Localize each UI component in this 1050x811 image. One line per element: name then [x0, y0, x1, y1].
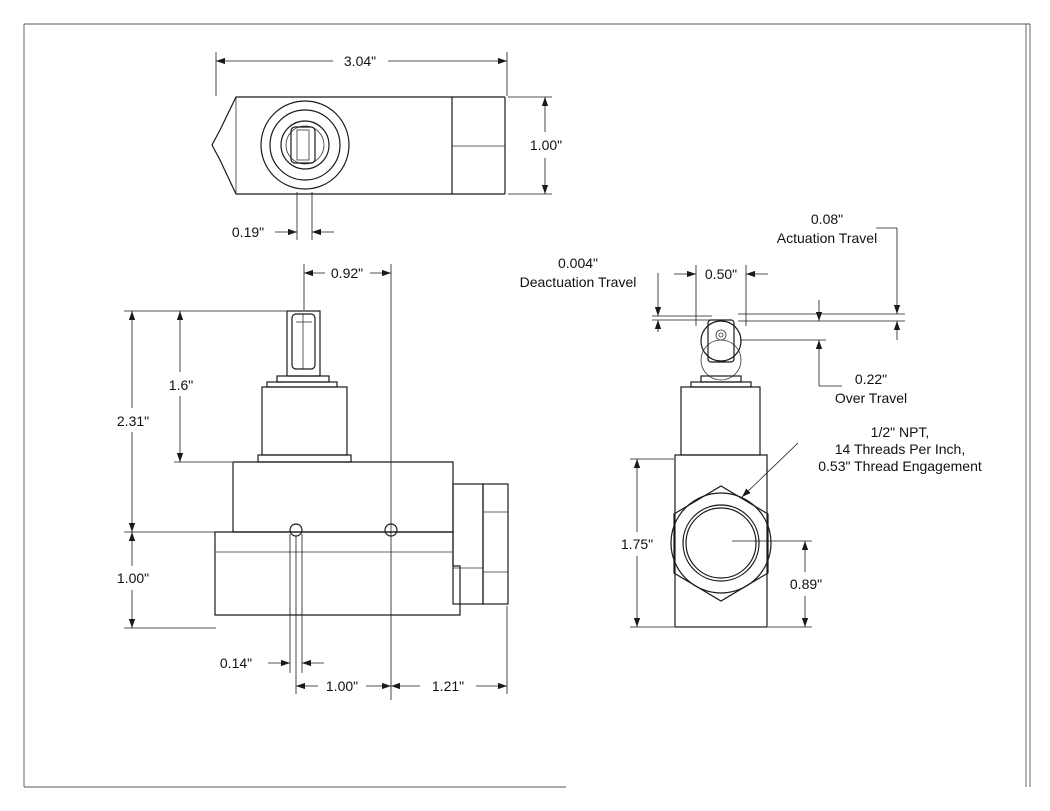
dim-top-width: 3.04"	[344, 53, 376, 69]
side-deactuation-dimension: 0.004" Deactuation Travel	[520, 255, 712, 332]
sheet-frame	[23, 23, 1031, 788]
deactuation-label: Deactuation Travel	[520, 274, 637, 290]
side-roller-width-dimension: 0.50"	[674, 265, 768, 326]
dim-top-slot: 0.19"	[232, 224, 264, 240]
dim-side-body-height: 1.75"	[621, 536, 653, 552]
side-body-height-dimension: 1.75"	[621, 458, 674, 628]
dim-side-port-height: 0.89"	[790, 576, 822, 592]
top-width-dimension: 3.04"	[215, 52, 508, 96]
side-actuation-dimension: 0.08" Actuation Travel	[738, 211, 905, 340]
dim-front-base-height: 1.00"	[117, 570, 149, 586]
dim-top-height: 1.00"	[530, 137, 562, 153]
deactuation-value: 0.004"	[558, 255, 598, 271]
side-overtravel-dimension: 0.22" Over Travel	[740, 300, 907, 406]
front-plunger-offset-dimension: 0.92"	[303, 264, 392, 700]
top-height-dimension: 1.00"	[508, 96, 562, 195]
top-view	[211, 96, 506, 195]
front-overall-height-dimension: 2.31"	[117, 310, 290, 629]
dim-front-right-offset: 1.21"	[432, 678, 464, 694]
front-bottom-dimensions: 1.00" 1.21"	[295, 536, 508, 694]
dim-front-hole-spacing: 1.00"	[326, 678, 358, 694]
dim-side-roller-width: 0.50"	[705, 266, 737, 282]
actuation-value: 0.08"	[811, 211, 843, 227]
front-plunger-height-dimension: 1.6"	[169, 311, 232, 463]
side-view	[670, 319, 772, 628]
port-callout-line1: 1/2" NPT,	[871, 424, 930, 440]
top-slot-dimension: 0.19"	[232, 192, 334, 240]
overtravel-value: 0.22"	[855, 371, 887, 387]
dim-front-plunger-height: 1.6"	[169, 377, 193, 393]
overtravel-label: Over Travel	[835, 390, 907, 406]
front-hole-dimension: 0.14"	[220, 534, 324, 673]
side-port-height-dimension: 0.89"	[732, 540, 822, 628]
port-callout: 1/2" NPT, 14 Threads Per Inch, 0.53" Thr…	[741, 424, 982, 498]
port-callout-line3: 0.53" Thread Engagement	[818, 458, 982, 474]
dim-front-overall-height: 2.31"	[117, 413, 149, 429]
dim-front-hole: 0.14"	[220, 655, 252, 671]
front-base-height-dimension: 1.00"	[117, 532, 149, 628]
front-view	[214, 310, 509, 616]
actuation-label: Actuation Travel	[777, 230, 877, 246]
dim-front-plunger-offset: 0.92"	[331, 265, 363, 281]
port-callout-line2: 14 Threads Per Inch,	[835, 441, 965, 457]
